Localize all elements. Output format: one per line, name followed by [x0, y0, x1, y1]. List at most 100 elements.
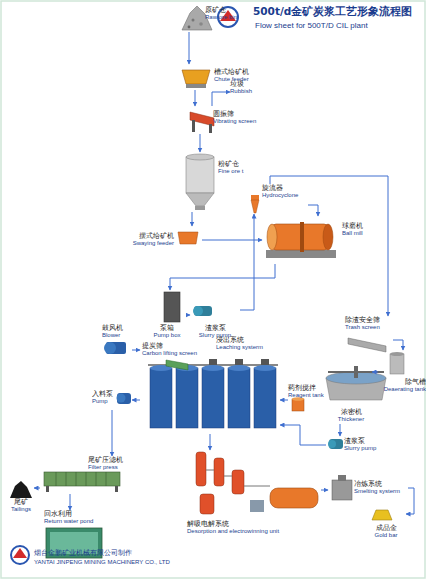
label-block: 球磨机Ball mill — [342, 222, 363, 237]
equipment-name-en: Deaerating tank — [384, 386, 426, 393]
flow-arrow — [195, 90, 196, 106]
label-block: 摆式给矿机Swaying feeder — [133, 232, 174, 247]
label-block: 尾矿Tailings — [0, 498, 44, 513]
agitator-motor — [209, 359, 217, 365]
equipment-name-en: Leaching systerm — [216, 344, 263, 351]
flow-arrow — [70, 494, 71, 510]
equipment-name-cn: 浓密机 — [320, 408, 382, 416]
screen: 圆振筛Vibrating screen — [188, 106, 268, 134]
ore-lump — [188, 26, 191, 29]
equipment-name-en: Gold bar — [356, 532, 416, 539]
carbon-screen-symbol — [166, 360, 188, 370]
equipment-name-en: Smelting systerm — [354, 488, 400, 495]
equipment-name-cn: 冶炼系统 — [354, 480, 400, 488]
heater-unit — [250, 500, 264, 512]
label-block: 浸出系统Leaching systerm — [216, 336, 263, 351]
flow-arrow — [112, 410, 113, 456]
pump-box: 泵箱Pump box — [148, 290, 186, 342]
equipment-name-en: Pump — [92, 398, 113, 405]
flow-arrow — [406, 488, 414, 514]
tailings-pile — [10, 481, 32, 498]
gold-bar-symbol — [372, 510, 392, 520]
desorption-column — [200, 494, 214, 514]
bin-outlet — [195, 206, 205, 210]
equipment-name-cn: 尾矿压滤机 — [88, 456, 123, 464]
label-block: 泵箱Pump box — [138, 324, 196, 339]
agitator-motor — [261, 359, 269, 365]
ore-lump — [192, 19, 195, 22]
equipment-name-cn: 圆振筛 — [213, 110, 256, 118]
company-name: 烟台金鹏矿业机械有限公司制作 — [34, 549, 132, 557]
label-block: 粉矿仓Fine ore t — [218, 160, 243, 175]
equipment-name-en: Rubbish — [230, 88, 252, 95]
equipment-name-en: Vibrating screen — [213, 118, 256, 125]
pump-box-symbol — [164, 292, 180, 322]
equipment-name-cn: 浸出系统 — [216, 336, 263, 344]
equipment-name-en: Pump box — [138, 332, 196, 339]
pump-volute — [193, 306, 203, 316]
flow-arrow — [280, 425, 326, 445]
equipment-name-cn: 球磨机 — [342, 222, 363, 230]
leach-tank — [176, 368, 198, 428]
label-block: 入料泵Pump — [92, 390, 113, 405]
equipment-name-en: Filter press — [88, 464, 123, 471]
bin-top — [186, 154, 214, 160]
bin-body — [186, 157, 214, 193]
leach-tank — [150, 368, 172, 428]
label-block: 除渣安全筛Trash screen — [345, 316, 380, 331]
label-block: 解吸电解系统Desorption and electrowinning unit — [187, 520, 279, 535]
pump-body — [329, 439, 343, 449]
label-block: 原矿仓Raw ore bin — [205, 6, 237, 21]
flow-arrow — [212, 92, 230, 106]
flow-arrow — [308, 205, 318, 216]
equipment-name-cn: 入料泵 — [92, 390, 113, 398]
label-block: 除气槽Deaerating tank — [384, 378, 426, 393]
equipment-name-cn: 原矿仓 — [205, 6, 237, 14]
flow-arrow — [132, 400, 140, 401]
desorption-column — [196, 452, 206, 486]
equipment-name-en: Reagent tank — [288, 392, 324, 399]
hydrocyclone: 旋流器Hydrocyclone — [248, 184, 308, 214]
equipment-name-cn: 除渣安全筛 — [345, 316, 380, 324]
deaerating-tank-symbol — [390, 354, 404, 374]
equipment-name-cn: 槽式给矿机 — [214, 68, 249, 76]
screen-leg — [192, 120, 195, 132]
diagram-title: 500t/d金矿炭浆工艺形象流程图 — [253, 5, 412, 17]
pump-body — [194, 306, 212, 316]
mill-end — [267, 224, 277, 250]
flow-arrow — [372, 372, 378, 373]
flow-arrow — [340, 424, 341, 436]
tank: 除气槽Deaerating tank — [378, 350, 426, 398]
cyclone-cone — [251, 200, 259, 213]
tank: 药剂搅拌Reagent tank — [288, 384, 328, 414]
ore-bin: 原矿仓Raw ore bin — [178, 2, 248, 32]
label-block: 渣浆泵Slurry pump — [344, 437, 376, 452]
leach-tank — [202, 368, 224, 428]
equipment-name-en: Blower — [102, 332, 123, 339]
desorption-column — [232, 470, 244, 494]
tank-top — [254, 365, 276, 371]
filter-press: 尾矿压滤机Filter press — [40, 456, 126, 494]
flow-arrow — [34, 488, 40, 489]
pump: 入料泵Pump — [92, 388, 132, 410]
label-block: 旋流器Hydrocyclone — [262, 184, 298, 199]
pump-volute — [328, 440, 336, 448]
swaying-feeder-symbol — [178, 232, 198, 244]
pipe — [206, 470, 270, 486]
electrowinning-cell — [270, 488, 318, 508]
equipment-name-en: Carbon lifting screen — [142, 350, 197, 357]
furnace-hood — [338, 475, 346, 481]
ore-bin: 粉矿仓Fine ore t — [183, 152, 263, 212]
gold-product: 成品金Gold bar — [366, 506, 406, 540]
equipment-name-en: Tailings — [0, 506, 44, 513]
equipment-name-cn: 鼓风机 — [102, 324, 123, 332]
equipment-name-en: Hydrocyclone — [262, 192, 298, 199]
flow-arrow — [132, 350, 140, 351]
press-leg — [115, 486, 118, 492]
flow-arrow — [202, 240, 262, 241]
equipment-name-en: Swaying feeder — [133, 240, 174, 247]
flow-arrow — [270, 176, 388, 316]
